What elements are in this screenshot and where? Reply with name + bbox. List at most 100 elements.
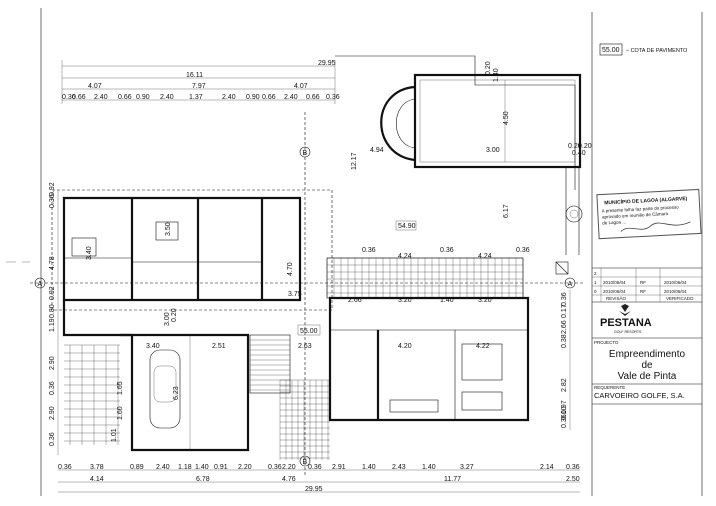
svg-text:1.60: 1.60 (117, 406, 124, 420)
svg-text:B: B (303, 459, 308, 466)
dim-top-fine: 0.66 (118, 94, 132, 101)
svg-text:A presente folha faz parte do: A presente folha faz parte do processo (602, 204, 680, 213)
dim-top-fine: 2.40 (222, 94, 236, 101)
elevation-center-box (297, 324, 321, 336)
dim-top-fine: 1.37 (189, 94, 203, 101)
section-marker-right (564, 277, 576, 289)
interior-dims: 3.50 3.40 4.70 3.75 3.40 2.51 2.63 4.20 … (86, 222, 530, 442)
dim-left: 0.92 (49, 182, 56, 196)
svg-text:4.24: 4.24 (398, 253, 412, 260)
pool (413, 73, 582, 169)
pestana-logo-icon (621, 304, 629, 312)
bed-2 (155, 221, 179, 241)
svg-text:2.66: 2.66 (348, 297, 362, 304)
dim-top-fine: 2.40 (160, 94, 174, 101)
dim-top-fine: 0.90 (246, 94, 260, 101)
svg-text:RF: RF (640, 289, 646, 294)
legend: 55.00 – COTA DE PAVIMENTO (599, 43, 688, 56)
dim-right: 0.36 (561, 292, 568, 306)
rev-num-1: 1 (594, 280, 597, 285)
svg-text:3.40: 3.40 (146, 343, 160, 350)
dim-left: 0.92 (49, 286, 56, 300)
svg-text:3.50: 3.50 (165, 222, 172, 236)
dim-bottom-row1: 2.14 (540, 464, 554, 471)
dim-left: 0.36 (49, 432, 56, 446)
dim-right: 0.10 (561, 406, 568, 420)
dim-bottom-row1: 0.36 (268, 464, 282, 471)
sofa (461, 391, 503, 411)
pool-dim-1: 0.20 (485, 61, 492, 75)
dim-seg-c: 4.07 (294, 83, 308, 90)
elevation-center: 55.00 (300, 328, 318, 335)
grid-marker-bottom (299, 455, 311, 467)
svg-text:3.20: 3.20 (398, 297, 412, 304)
section-marker-left (34, 277, 46, 289)
svg-text:A: A (568, 281, 573, 288)
grid-markers: B B A A (30, 112, 585, 475)
svg-text:3.40: 3.40 (86, 246, 93, 260)
project-label: PROJECTO (594, 340, 619, 345)
pool-dim-4: 3.00 (486, 147, 500, 154)
dim-bottom-row1: 1.40 (362, 464, 376, 471)
dim-bottom-row1: 2.20 (238, 464, 252, 471)
pool-dim-7: 0.40 (572, 150, 586, 157)
stamp-signature (620, 221, 691, 232)
svg-text:A: A (38, 281, 43, 288)
svg-text:2.63: 2.63 (298, 343, 312, 350)
dim-top-fine: 0.66 (262, 94, 276, 101)
dim-left: 2.90 (49, 356, 56, 370)
svg-text:2010/06/04: 2010/06/04 (664, 280, 687, 285)
dim-right: 0.38 (561, 334, 568, 348)
dim-left: 0.36 (49, 381, 56, 395)
pool-dim-2: 1.40 (493, 68, 500, 82)
dim-bottom-row1: 1.40 (195, 464, 209, 471)
svg-text:B: B (303, 150, 308, 157)
svg-text:1.65: 1.65 (117, 381, 124, 395)
dim-bottom-row2: 11.77 (444, 476, 461, 483)
dim-top-fine: 0.36 (326, 94, 340, 101)
svg-text:3.20: 3.20 (478, 297, 492, 304)
dim-bottom-row1: 3.27 (460, 464, 474, 471)
svg-text:4.70: 4.70 (287, 262, 294, 276)
dim-12-17: 12.17 (351, 152, 358, 170)
dim-seg-b: 7.97 (192, 83, 206, 90)
dim-bottom-row1: 0.91 (214, 464, 228, 471)
svg-text:4.22: 4.22 (476, 343, 490, 350)
dim-left: 0.80 (49, 304, 56, 318)
project-line-2: de (641, 360, 653, 371)
svg-text:REVISÃO: REVISÃO (606, 295, 627, 301)
kitchen-counter (389, 399, 439, 413)
dim-top-fine: 0.66 (306, 94, 320, 101)
dim-top-fine: 2.40 (284, 94, 298, 101)
dim-right: 2.82 (561, 378, 568, 392)
svg-text:1.01: 1.01 (111, 428, 118, 442)
dim-right: 0.97 (561, 400, 568, 414)
svg-text:0.20: 0.20 (171, 308, 178, 322)
dim-overall: 16.11 (186, 72, 203, 79)
dim-total-upper: 29.95 (318, 60, 336, 67)
bedroom-wing (62, 196, 302, 302)
covered-terrace-tiles (326, 257, 524, 298)
brand-name: PESTANA (600, 317, 652, 329)
svg-text:4.20: 4.20 (398, 343, 412, 350)
title-block: 2 1 2010/06/04 RF 2010/06/04 0 2010/06/0… (592, 267, 702, 405)
client-label: REQUERENTE (594, 385, 625, 390)
garage (120, 333, 250, 452)
dining-table (461, 343, 503, 381)
dim-bottom-row1: 3.78 (90, 464, 104, 471)
dim-bottom-row1: 0.89 (130, 464, 144, 471)
rev-num-2: 2 (594, 271, 597, 276)
svg-text:de Lagoa ...: de Lagoa ... (602, 219, 626, 225)
dim-6-17: 6.17 (503, 204, 510, 218)
dim-bottom-total: 29.95 (305, 486, 323, 493)
client-name: CARVOEIRO GOLFE, S.A. (594, 391, 685, 400)
left-dimensions: 0.360.924.780.921.190.802.900.362.900.36 (49, 182, 59, 455)
dim-top-fine: 0.90 (136, 94, 150, 101)
shaft (555, 261, 569, 275)
approval-stamp: MUNICÍPIO DE LAGOA (ALGARVE) A presente … (596, 188, 702, 240)
svg-text:0.36: 0.36 (516, 247, 530, 254)
svg-text:2010/06/04: 2010/06/04 (603, 289, 626, 294)
dim-4-94: 4.94 (370, 147, 384, 154)
